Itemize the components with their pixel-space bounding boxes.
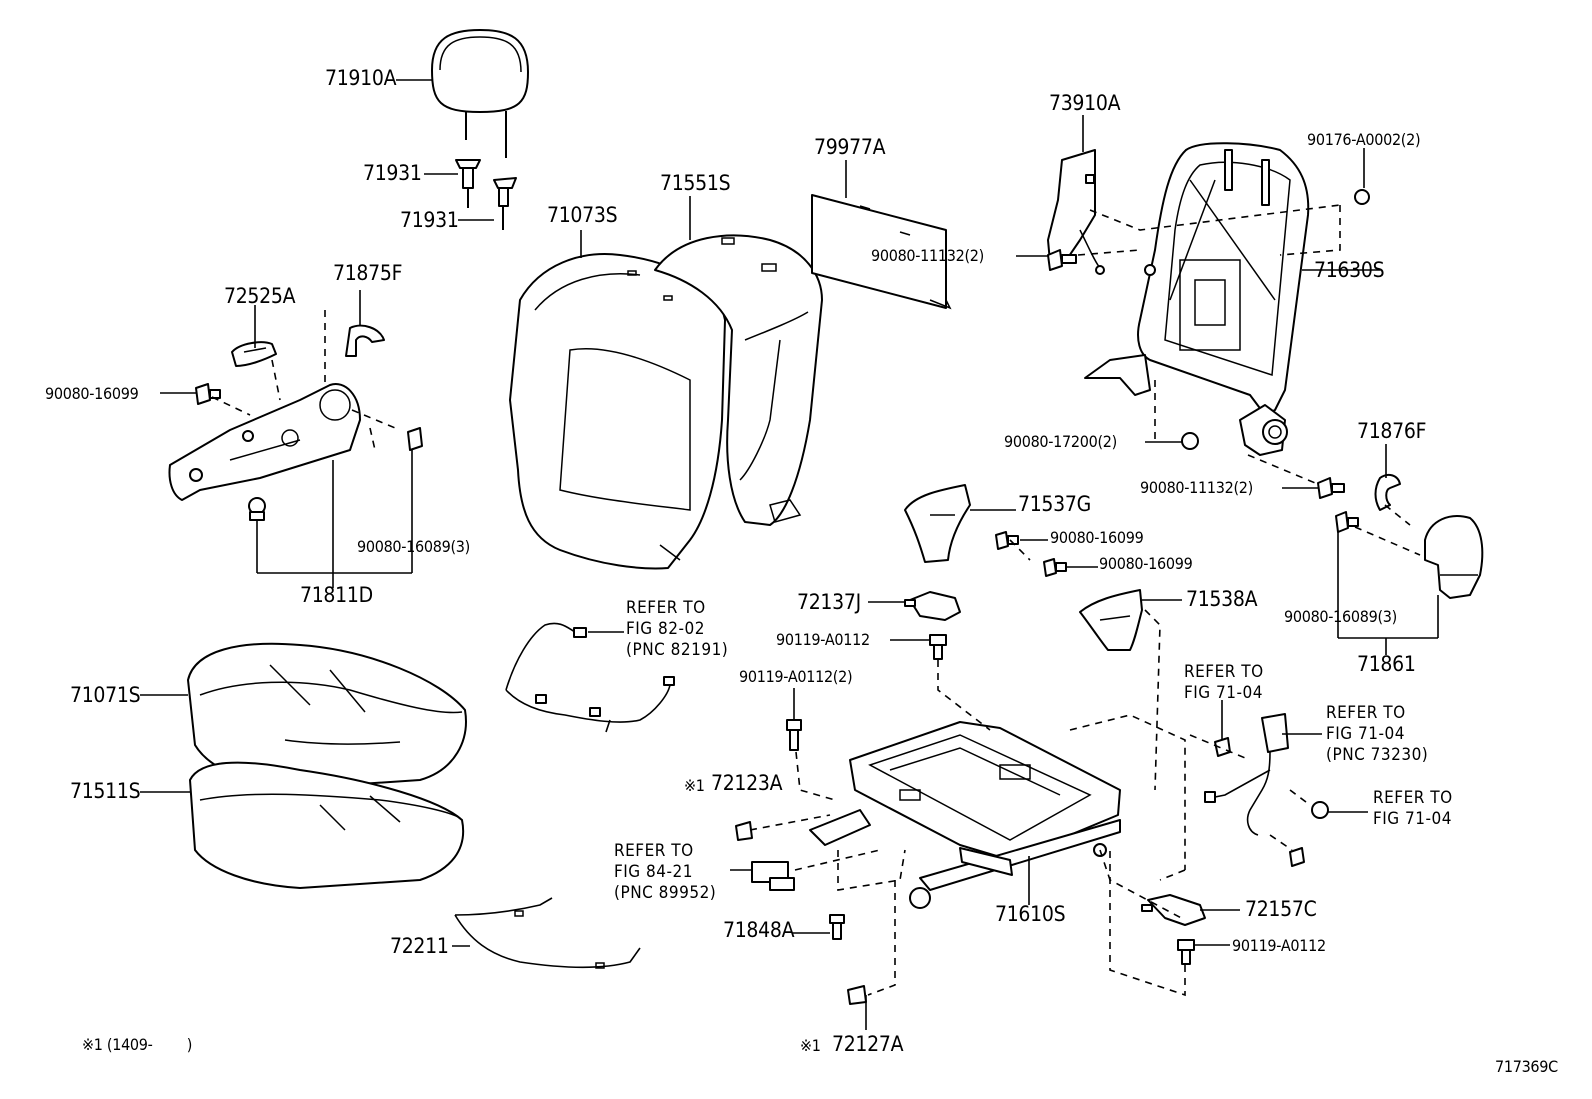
hinge-cover-72525A-drawing[interactable] [231, 341, 277, 367]
wire-72211-drawing[interactable] [454, 897, 641, 969]
connector-89952-drawing[interactable] [751, 861, 795, 891]
clip-72123A-drawing[interactable] [735, 821, 753, 841]
sensor-71848A-drawing[interactable] [829, 914, 845, 940]
ref-connector-line2: FIG 84-21 [614, 862, 693, 882]
seat-adjuster-drawing[interactable] [809, 721, 1121, 909]
label-90080-16099-left: 90080-16099 [45, 384, 139, 403]
label-79977A: 79977A [814, 135, 886, 159]
frame-bolt-17200-drawing[interactable] [1181, 432, 1199, 450]
label-71931-2: 71931 [400, 208, 459, 232]
cover-72137J-drawing[interactable] [904, 591, 961, 621]
label-71910A: 71910A [325, 66, 397, 90]
label-71538A: 71538A [1186, 587, 1258, 611]
label-71610S: 71610S [995, 902, 1066, 926]
screw-90119-c-drawing[interactable] [1177, 939, 1195, 965]
ref-buckle-line3: (PNC 73230) [1326, 745, 1429, 765]
mid-bolt-a-drawing[interactable] [995, 531, 1019, 550]
label-72137J: 72137J [797, 590, 861, 614]
label-71071S: 71071S [70, 683, 141, 707]
label-71875F: 71875F [333, 261, 403, 285]
harness-drawing[interactable] [505, 622, 675, 733]
label-90119-A0112-b: 90119-A0112(2) [739, 667, 853, 686]
label-71630S: 71630S [1314, 258, 1385, 282]
left-bolt-16089-drawing-a[interactable] [407, 427, 423, 451]
label-90176-A0002: 90176-A0002(2) [1307, 130, 1421, 149]
clip-72127A-drawing[interactable] [847, 985, 867, 1005]
left-bolt-16099-drawing[interactable] [195, 383, 221, 405]
label-90080-16089-left: 90080-16089(3) [357, 537, 470, 556]
ref-belt-anchor-line1: REFER TO [1184, 662, 1264, 682]
ref-harness-line1: REFER TO [626, 598, 706, 618]
headrest-drawing[interactable] [431, 29, 529, 158]
label-90080-11132-b: 90080-11132(2) [1140, 478, 1253, 497]
label-90080-17200: 90080-17200(2) [1004, 432, 1117, 451]
ref-buckle-line2: FIG 71-04 [1326, 724, 1405, 744]
cushion-pad-drawing[interactable] [189, 761, 465, 889]
frame-bolt-b-drawing[interactable] [1317, 477, 1345, 499]
ref-harness-line2: FIG 82-02 [626, 619, 705, 639]
label-72123A: 72123A [711, 771, 783, 795]
ref-connector-line3: (PNC 89952) [614, 883, 717, 903]
label-71537G: 71537G [1018, 492, 1091, 516]
seatback-cover-drawing[interactable] [509, 253, 726, 570]
label-71931-1: 71931 [363, 161, 422, 185]
ref-belt-nut-line1: REFER TO [1373, 788, 1453, 808]
leg-cover-71537G-drawing[interactable] [904, 484, 971, 563]
ref-connector-line1: REFER TO [614, 841, 694, 861]
label-90080-16099-mid-a: 90080-16099 [1050, 528, 1144, 547]
label-72127A: 72127A [832, 1032, 904, 1056]
ref-harness-line3: (PNC 82191) [626, 640, 729, 660]
label-90080-16089-right: 90080-16089(3) [1284, 607, 1397, 626]
belt-nut-drawing[interactable] [1311, 801, 1329, 819]
label-71511S: 71511S [70, 779, 141, 803]
recliner-cover-71876F-drawing[interactable] [1374, 473, 1401, 511]
leader-lines [140, 79, 1439, 1030]
label-71861: 71861 [1357, 652, 1416, 676]
label-90080-16099-mid-b: 90080-16099 [1099, 554, 1193, 573]
headrest-guide-1-drawing[interactable] [455, 159, 481, 208]
right-bolt-16089-drawing[interactable] [1335, 511, 1359, 533]
figure-code: 717369C [1495, 1057, 1558, 1076]
label-72525A: 72525A [224, 284, 296, 308]
seatback-board-drawing[interactable] [811, 194, 952, 310]
assembly-dashed-lines [211, 204, 1421, 997]
left-bolt-16089-drawing-b[interactable] [248, 497, 266, 521]
shield-71811D-drawing[interactable] [168, 383, 361, 501]
screw-90119-b-drawing[interactable] [786, 719, 802, 751]
leg-cover-71538A-drawing[interactable] [1079, 589, 1143, 651]
label-71551S: 71551S [660, 171, 731, 195]
label-90080-11132-a: 90080-11132(2) [871, 246, 984, 265]
belt-buckle-drawing[interactable] [1204, 713, 1289, 836]
label-72127A-mark: ※1 [800, 1036, 821, 1055]
label-71848A: 71848A [723, 918, 795, 942]
label-73910A: 73910A [1049, 91, 1121, 115]
label-90119-A0112-c: 90119-A0112 [1232, 936, 1326, 955]
headrest-guide-2-drawing[interactable] [493, 177, 517, 230]
frame-nut-drawing[interactable] [1354, 189, 1370, 205]
label-90119-A0112-a: 90119-A0112 [776, 630, 870, 649]
label-71811D: 71811D [300, 583, 373, 607]
ref-belt-nut-line2: FIG 71-04 [1373, 809, 1452, 829]
seatback-pad-drawing[interactable] [654, 234, 823, 526]
mid-bolt-b-drawing[interactable] [1043, 558, 1067, 577]
shield-71861-drawing[interactable] [1424, 515, 1484, 599]
label-72211: 72211 [390, 934, 449, 958]
label-71073S: 71073S [547, 203, 618, 227]
ref-belt-anchor-line2: FIG 71-04 [1184, 683, 1263, 703]
label-71876F: 71876F [1357, 419, 1427, 443]
label-72123A-mark: ※1 [684, 776, 705, 795]
belt-bolt-drawing[interactable] [1289, 847, 1305, 867]
label-72157C: 72157C [1245, 897, 1317, 921]
frame-bolt-a-drawing[interactable] [1047, 249, 1077, 271]
footnote: ※1 (1409- ) [82, 1035, 193, 1054]
screw-90119-a-drawing[interactable] [929, 634, 947, 660]
seatback-frame-drawing[interactable] [1084, 142, 1310, 456]
cover-72157C-drawing[interactable] [1141, 894, 1206, 926]
hinge-cover-71875F-drawing[interactable] [345, 324, 385, 357]
ref-buckle-line1: REFER TO [1326, 703, 1406, 723]
